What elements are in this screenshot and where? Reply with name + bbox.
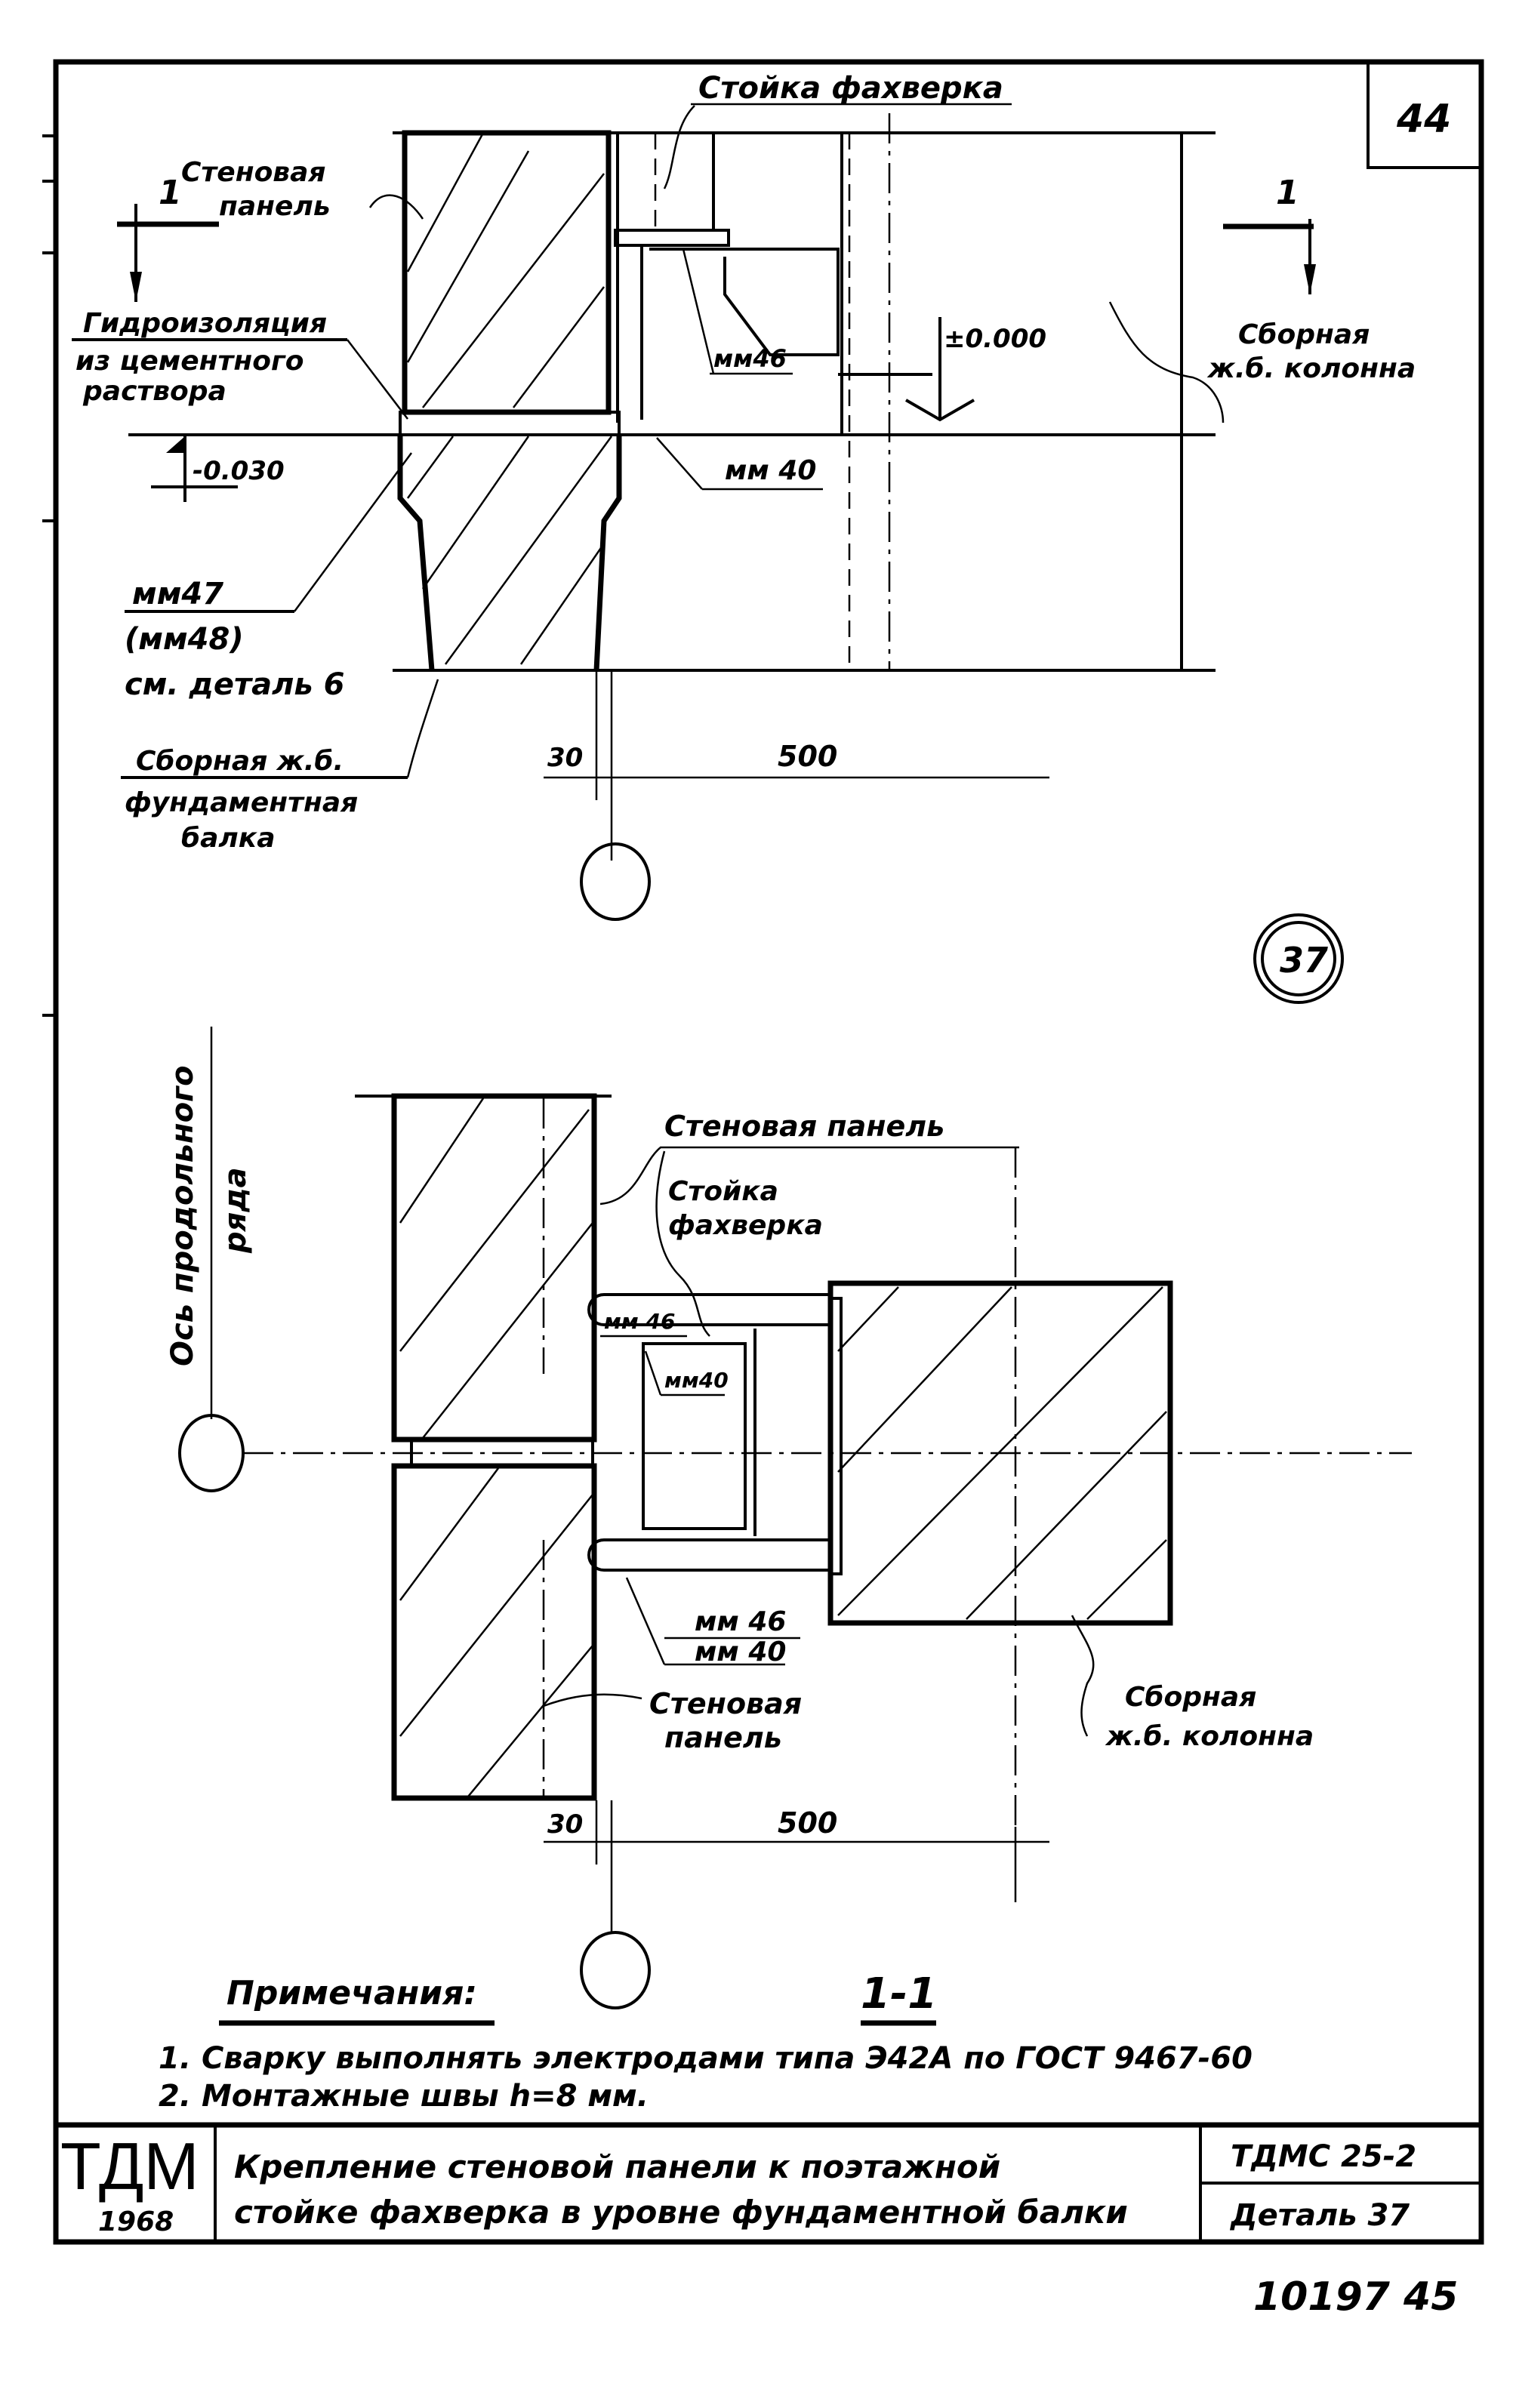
panel-bot-label: панель [664,1721,782,1754]
axis-bubble [580,1931,651,2009]
top-view: ±0.000 -0.030 1 1 Стойка фахверка Стенов… [72,71,1416,921]
mm47-label: см. деталь 6 [125,667,344,702]
beam-label: балка [181,823,276,854]
axis-label: Ось продольного [165,1065,200,1366]
title-block: ТДМ 1968 Крепление стеновой панели к поэ… [56,2122,1481,2242]
panel-hatch [406,132,605,408]
note-item: 1. Сварку выполнять электродами типа Э42… [159,2041,1253,2076]
bottom-view: Ось продольного ряда [165,1027,1412,2026]
dim-500-top: 500 [778,740,837,773]
dim-30-top: 30 [547,743,583,773]
post-clip-upper [587,1293,832,1326]
panel-hatch [399,1098,593,1797]
elevation-minus-label: -0.030 [193,456,285,486]
section-mark-left: 1 [159,174,182,212]
beam-label: Сборная ж.б. [136,746,344,777]
column-label: ж.б. колонна [1206,353,1416,384]
post-channel [640,245,840,420]
column-hatch [837,1286,1167,1620]
post-channel [642,1342,747,1530]
column-label: ж.б. колонна [1105,1721,1314,1752]
mm46-label: мм46 [713,344,787,373]
axis-label: ряда [218,1167,253,1254]
panel-top-label: Стеновая панель [664,1110,944,1143]
post-plate [614,229,730,247]
mm40-label: мм 40 [725,455,816,486]
detail-marker: 37 [1253,913,1344,1004]
drawing-title: Крепление стеновой панели к поэтажной [234,2148,1000,2185]
drawing-title: стойке фахверка в уровне фундаментной ба… [234,2194,1128,2231]
sheet-number-box: 44 [1367,60,1483,169]
sheet-number: 44 [1396,97,1451,142]
elevation-zero-label: ±0.000 [944,324,1046,354]
mm46-bot-label: мм 46 [695,1606,786,1637]
note-item: 2. Монтажные швы h=8 мм. [159,2079,649,2114]
panel-label: панель [219,191,331,222]
post-clip-lower [587,1538,832,1572]
notes: Примечания: 1. Сварку выполнять электрод… [159,1974,1253,2114]
hydro-label: Гидроизоляция [83,308,327,339]
inventory-number: 10197 45 [1253,2274,1458,2320]
mortar-joint [399,411,621,436]
detail-marker-number: 37 [1280,940,1328,981]
wall-panel [402,130,612,415]
section-mark-right: 1 [1276,174,1299,212]
mm40-bot-label: мм 40 [695,1637,786,1667]
hydro-label: раствора [82,376,226,407]
wall-panel-lower [391,1463,597,1801]
notes-heading: Примечания: [226,1974,477,2012]
year: 1968 [98,2206,174,2237]
beam-hatch [406,436,613,665]
dim-500-bottom: 500 [778,1806,837,1840]
column-label: Сборная [1238,319,1370,350]
hydro-label: из цементного [75,346,304,377]
stoika-label: Стойка [668,1176,778,1207]
beam-label: фундаментная [125,787,358,818]
logo: ТДМ [60,2129,199,2203]
panel-label: Стеновая [181,157,326,188]
stoika-label: фахверка [668,1210,823,1241]
mm40-top-label: мм40 [664,1368,729,1393]
sheet-frame [53,59,1484,2245]
axis-bubble [178,1414,245,1492]
stoika-label: Стойка фахверка [698,71,1003,106]
column [827,1280,1173,1626]
drawing-code: ТДМС 25-2 [1231,2139,1416,2174]
wall-panel-upper [391,1093,597,1443]
mm47-label: (мм48) [125,622,244,657]
column-label: Сборная [1125,1682,1256,1713]
axis-bubble [580,842,651,921]
panel-bot-label: Стеновая [649,1687,802,1720]
dim-30-bottom: 30 [547,1809,583,1840]
detail-number: Деталь 37 [1229,2198,1410,2233]
mm47-label: мм47 [132,577,223,611]
section-title: 1-1 [861,1969,937,2018]
mm46-top-label: мм 46 [604,1309,676,1334]
